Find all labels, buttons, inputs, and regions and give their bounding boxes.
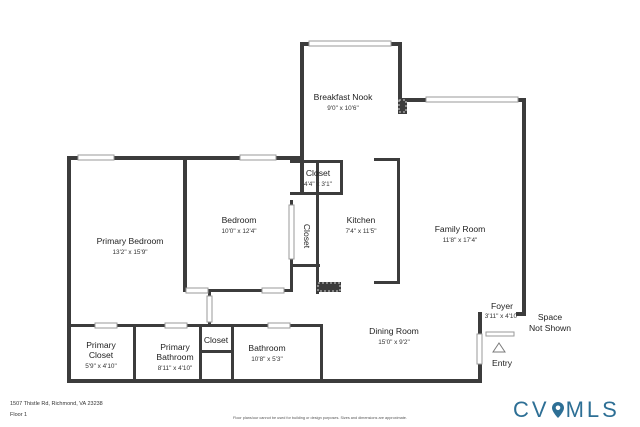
property-address: 1507 Thistle Rd, Richmond, VA 23238: [10, 401, 103, 407]
entry-arrow-icon: [492, 342, 506, 353]
room-dims-primary-bathroom: 8'11" x 4'10": [158, 365, 193, 372]
room-name-primary-closet-line1: Primary: [86, 340, 116, 350]
room-dims-bedroom: 10'0" x 12'4": [221, 228, 256, 235]
room-dims-closet-kitchen: 4'4" x 3'1": [304, 181, 332, 188]
room-name-breakfast-nook: Breakfast Nook: [314, 92, 373, 102]
room-name-dining-room: Dining Room: [369, 326, 419, 336]
floor-label: Floor 1: [10, 412, 28, 418]
space-not-shown-line1: Space: [538, 312, 563, 322]
map-pin-icon: [551, 402, 564, 418]
room-name-bedroom: Bedroom: [222, 215, 257, 225]
room-dims-foyer: 3'11" x 4'10": [485, 313, 520, 320]
room-dims-breakfast-nook: 9'0" x 10'6": [327, 105, 359, 112]
room-name-closet-bedroom: Closet: [302, 224, 312, 249]
room-dims-primary-bedroom: 13'2" x 15'9": [112, 249, 147, 256]
room-name-closet-kitchen: Closet: [306, 168, 331, 178]
room-name-foyer: Foyer: [491, 301, 513, 311]
room-name-primary-bathroom-line1: Primary: [160, 342, 190, 352]
room-name-family-room: Family Room: [435, 224, 486, 234]
room-dims-bathroom: 10'8" x 5'3": [251, 356, 283, 363]
entry-label: Entry: [492, 358, 513, 368]
brand-logo-left: CV: [513, 397, 550, 422]
room-dims-family-room: 11'8" x 17'4": [443, 237, 478, 244]
door-openings: [94, 99, 515, 365]
room-dims-primary-closet: 5'9" x 4'10": [85, 363, 117, 370]
room-name-closet-hall: Closet: [204, 335, 229, 345]
room-name-primary-bathroom-line2: Bathroom: [156, 352, 193, 362]
room-labels: Breakfast Nook 9'0" x 10'6" Family Room …: [85, 92, 571, 372]
room-name-primary-bedroom: Primary Bedroom: [97, 236, 164, 246]
disclaimer: Floor plans/our cannot be used for build…: [233, 416, 407, 420]
windows: [77, 40, 519, 161]
room-name-kitchen: Kitchen: [347, 215, 376, 225]
brand-logo: CV MLS: [513, 397, 620, 423]
room-dims-kitchen: 7'4" x 11'5": [345, 228, 376, 235]
space-not-shown-line2: Not Shown: [529, 323, 571, 333]
brand-logo-right: MLS: [565, 397, 620, 422]
room-name-primary-closet-line2: Closet: [89, 350, 114, 360]
room-name-bathroom: Bathroom: [248, 343, 285, 353]
room-dims-dining-room: 15'0" x 9'2": [378, 339, 410, 346]
